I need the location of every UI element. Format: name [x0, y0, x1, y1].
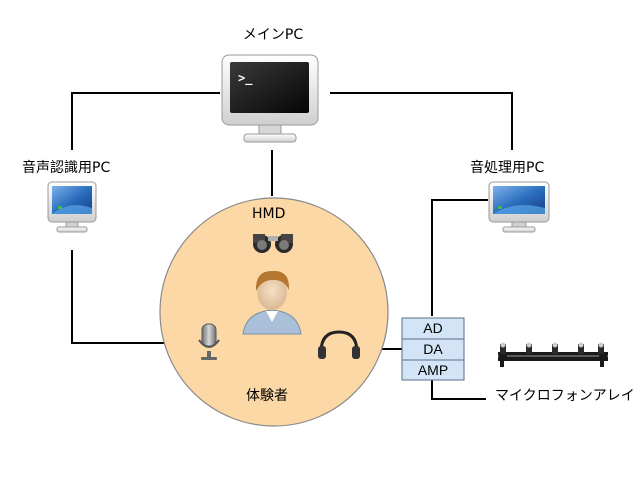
main-pc-label: メインPC: [242, 27, 304, 43]
line-main-to-asr: [71, 92, 220, 150]
amp-label: AMP: [417, 362, 449, 378]
microphone-array-icon: [498, 342, 608, 367]
monitor-terminal-icon: >_: [221, 54, 319, 143]
mic-array-label: マイクロフォンアレイ: [495, 388, 635, 404]
line-asr-to-mic: [71, 250, 196, 344]
monitor-icon: [47, 181, 97, 233]
participant-label: 体験者: [246, 388, 288, 404]
monitor-icon: [488, 181, 550, 233]
binoculars-icon: [253, 234, 293, 253]
converter-box: [401, 317, 465, 381]
line-main-to-audio: [330, 92, 513, 150]
ad-label: AD: [423, 320, 443, 336]
asr-pc-label: 音声認識用PC: [22, 160, 111, 176]
line-audio-to-box: [431, 199, 488, 316]
headphones-icon: [318, 330, 360, 359]
da-label: DA: [423, 341, 443, 357]
hmd-label: HMD: [252, 206, 286, 222]
converter-cell: [401, 359, 465, 381]
line-box-to-array: [431, 380, 486, 400]
microphone-icon: [198, 323, 220, 360]
audio-pc-label: 音処理用PC: [470, 160, 545, 176]
svg-text:>_: >_: [238, 71, 253, 86]
user-avatar-icon: [242, 270, 302, 335]
